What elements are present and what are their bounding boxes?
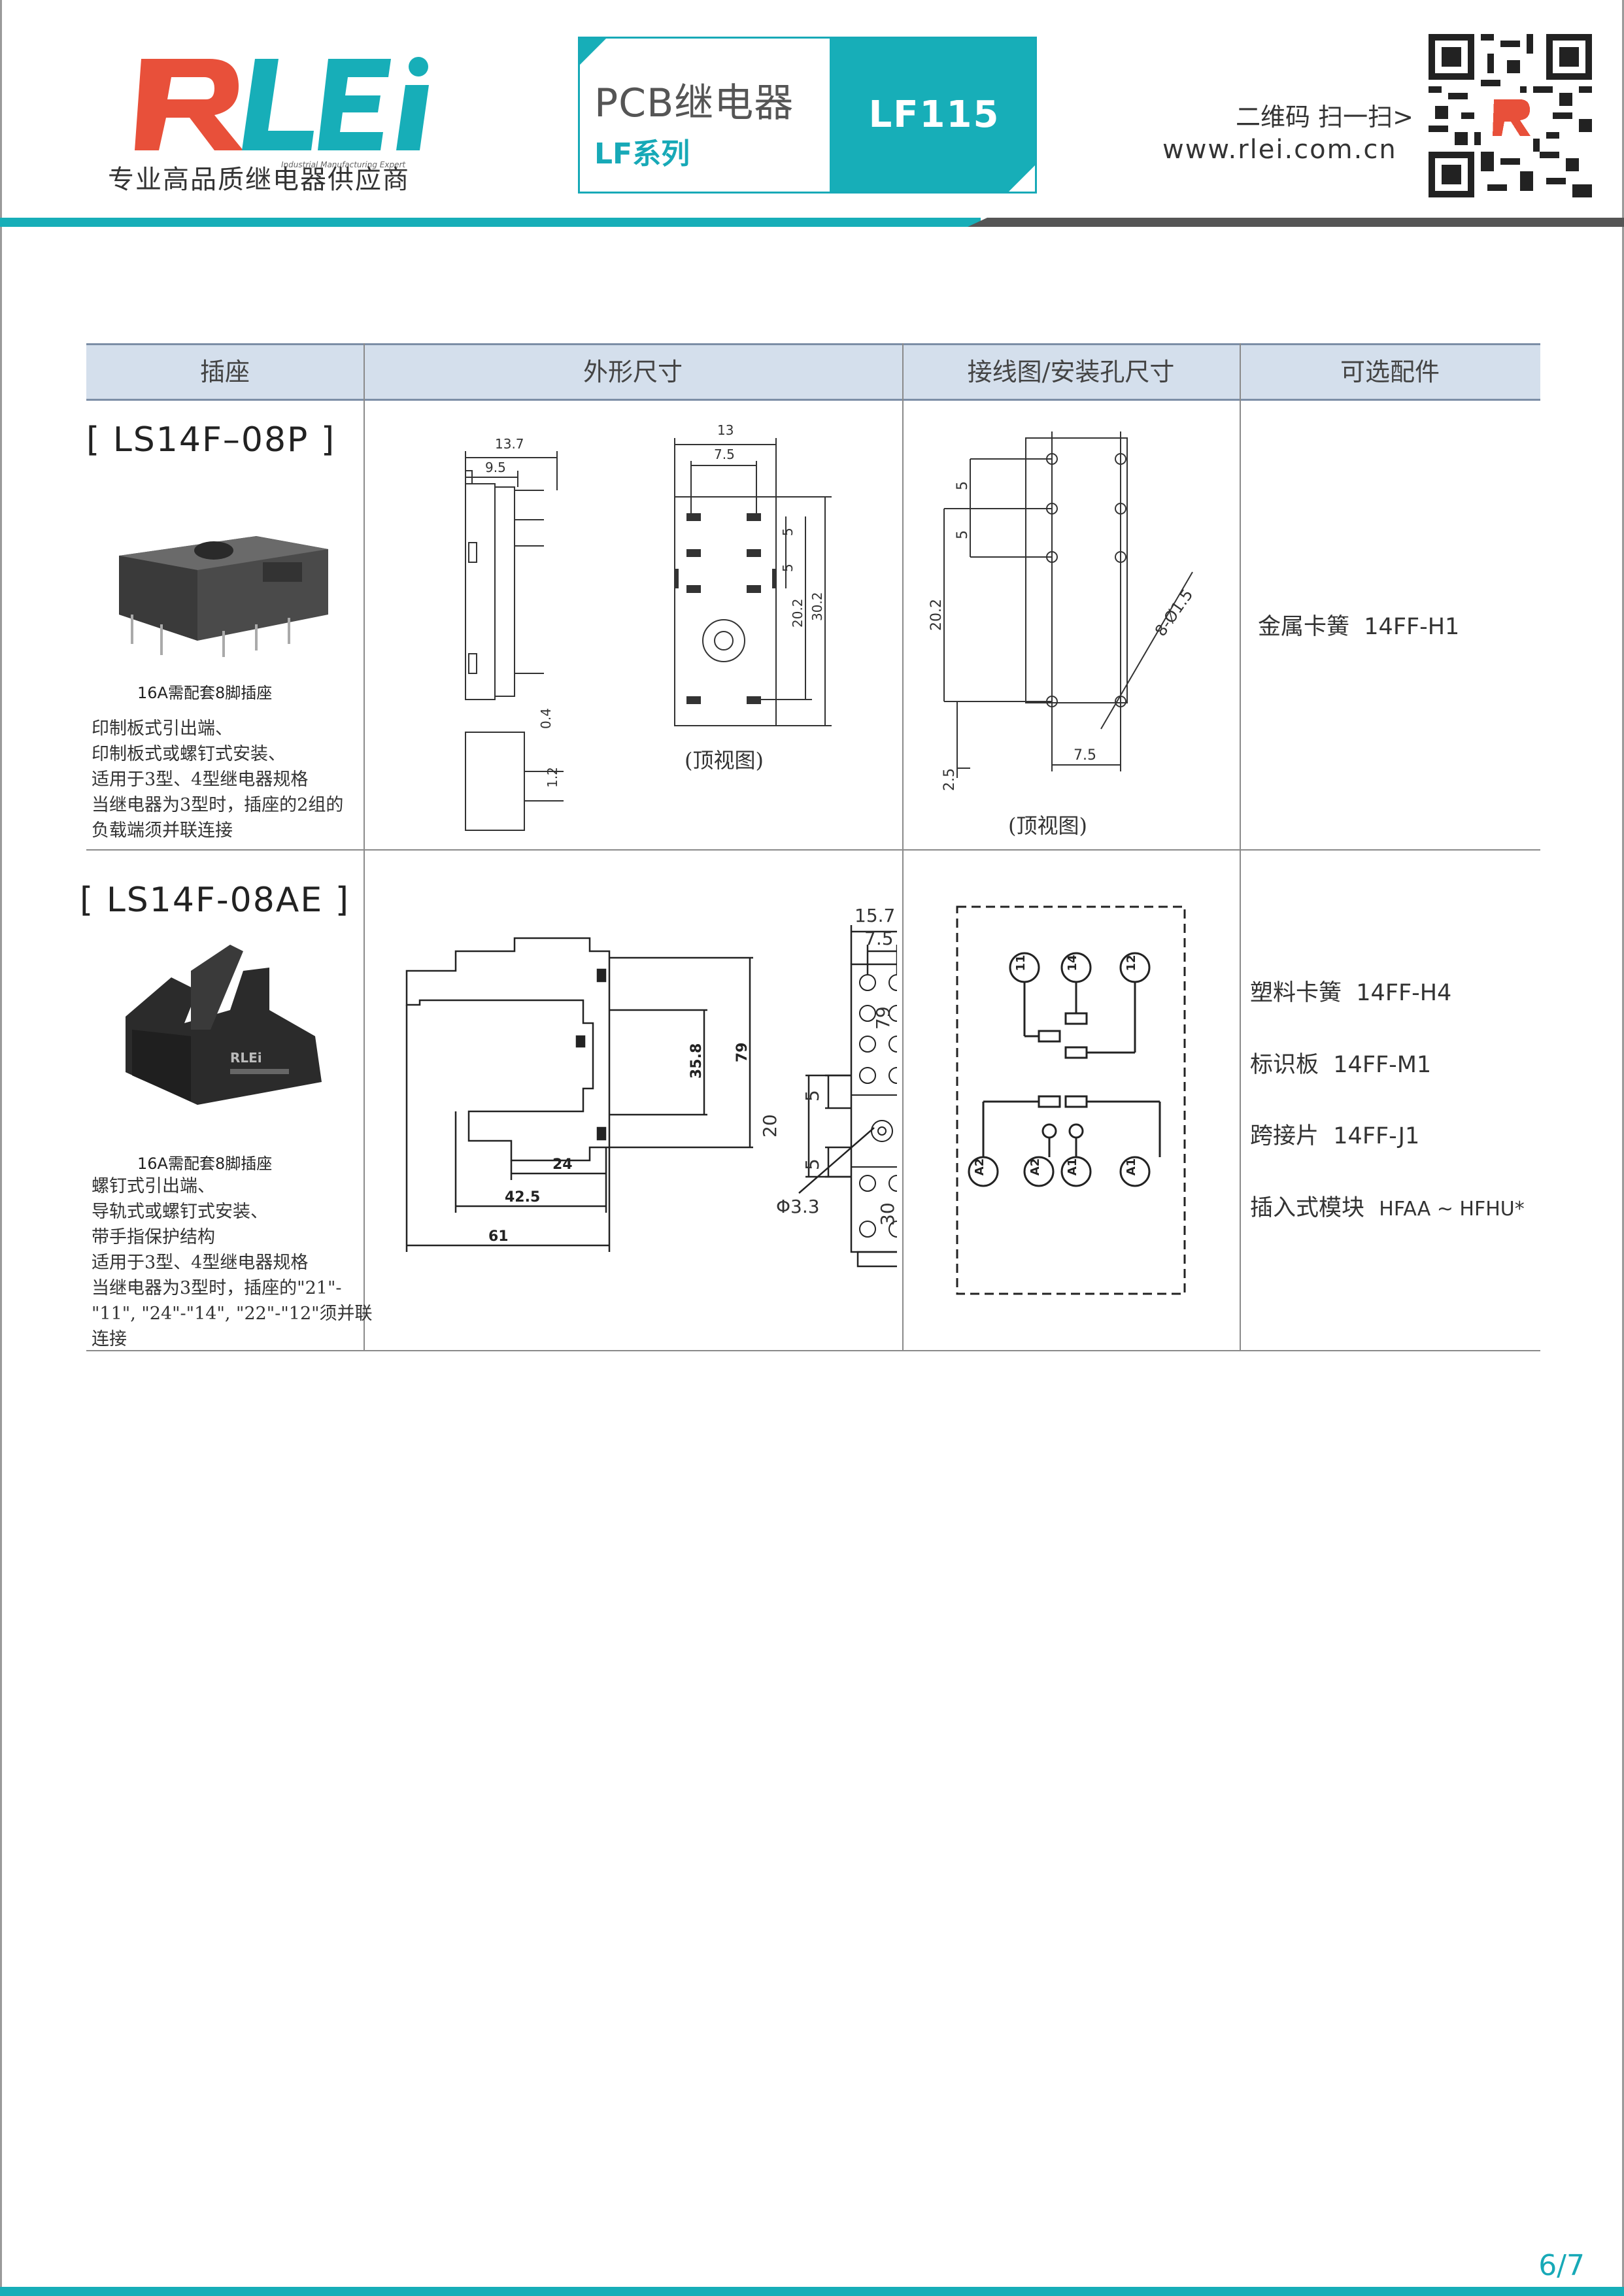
dim-label: 7.5	[714, 447, 735, 462]
dim-label: 15.7	[854, 905, 895, 926]
socket-photo-1	[93, 510, 354, 660]
dim-label: 0.4	[538, 708, 554, 729]
dim-label: 30.2	[809, 592, 825, 621]
header-divider-gray	[968, 218, 1624, 227]
dim-label: 1.2	[545, 767, 560, 788]
site-url[interactable]: www.rlei.com.cn	[1162, 135, 1397, 165]
description-line: 适用于3型、4型继电器规格	[92, 1253, 309, 1273]
dim-label: 5	[802, 1158, 823, 1170]
row-divider	[86, 849, 1540, 851]
col-header-wiring: 接线图/安装孔尺寸	[967, 358, 1175, 386]
header-divider-teal	[0, 218, 981, 227]
dim-label: 5	[780, 528, 796, 536]
dim-label: 7.5	[864, 928, 894, 949]
description-line: 当继电器为3型时，插座的2组的	[92, 795, 344, 815]
dim-label: 20	[759, 1114, 781, 1138]
title-main: PCB继电器	[594, 80, 794, 126]
col-divider	[1240, 343, 1241, 1351]
wiring-label: 8-Ø1.5	[1151, 586, 1196, 639]
terminal-label: A1	[1125, 1158, 1138, 1175]
wiring-label: 5	[955, 530, 971, 539]
wiring-label: 20.2	[928, 599, 945, 631]
dim-label: 61	[488, 1228, 509, 1245]
svg-text:RLEi: RLEi	[230, 1050, 262, 1066]
dim-label: 24	[552, 1156, 573, 1173]
terminal-label: A2	[973, 1158, 987, 1175]
footer-divider	[0, 2287, 1624, 2296]
description-line: 螺钉式引出端、	[92, 1176, 215, 1196]
dim-label: 5	[780, 564, 796, 572]
brand-logo: Industrial Manufacturing Expert	[98, 52, 438, 196]
description-line: 印制板式引出端、	[92, 718, 233, 739]
row-divider	[86, 1350, 1540, 1351]
col-divider	[902, 343, 904, 1351]
dim-label: 13.7	[495, 436, 524, 452]
dim-label: Φ3.3	[776, 1196, 820, 1217]
dimension-drawing-2: 35.8 79 24 42.5 61 15.7 7.5 5 20 5 Φ3.3	[367, 886, 972, 1350]
description-line: 适用于3型、4型继电器规格	[92, 769, 309, 790]
accessory-item: 标识板 14FF-M1	[1250, 1052, 1432, 1078]
wiring-label: 5	[955, 481, 971, 490]
socket-photo-2: RLEi	[99, 932, 348, 1108]
description-line: 连接	[92, 1329, 127, 1349]
wiring-view-label: (顶视图)	[1008, 813, 1087, 838]
wiring-label: 2.5	[941, 768, 958, 791]
dim-view-label: (顶视图)	[685, 748, 764, 773]
socket-caption-2: 16A需配套8脚插座	[137, 1155, 273, 1173]
description-line: 带手指保护结构	[92, 1227, 215, 1247]
dim-label: 79	[872, 1006, 894, 1030]
title-sub: LF系列	[594, 137, 690, 171]
dim-labels-right: 30	[877, 1202, 898, 1226]
socket-model-1: [ LS14F–08P ]	[86, 420, 336, 460]
wiring-diagram-1: 5 5 20.2 8-Ø1.5 2.5 7.5 (顶视图)	[905, 405, 1238, 850]
title-box: PCB继电器 LF系列 LF115	[578, 37, 1037, 194]
col-divider	[364, 343, 365, 1351]
title-model: LF115	[868, 93, 1000, 136]
socket-description-2: 螺钉式引出端、 导轨式或螺钉式安装、 带手指保护结构 适用于3型、4型继电器规格…	[92, 1173, 373, 1352]
description-line: 印制板式或螺钉式安装、	[92, 744, 286, 764]
socket-table: 插座 外形尺寸 接线图/安装孔尺寸 可选配件 [ LS14F–08P ] 16A…	[80, 343, 1540, 1352]
accessory-item: 插入式模块 HFAA ~ HFHU*	[1250, 1195, 1525, 1221]
dim-label: 13	[717, 422, 734, 438]
brand-tagline: 专业高品质继电器供应商	[108, 165, 410, 195]
socket-model-2: [ LS14F-08AE ]	[80, 881, 350, 920]
accessory-item: 跨接片 14FF-J1	[1250, 1123, 1420, 1149]
qr-label: 二维码 扫一扫>	[1236, 103, 1413, 131]
qr-code-icon	[1429, 34, 1592, 197]
socket-caption-1: 16A需配套8脚插座	[137, 684, 273, 702]
dim-label: 9.5	[485, 460, 506, 475]
dim-label: 79	[734, 1042, 751, 1062]
col-header-dimensions: 外形尺寸	[583, 358, 683, 386]
accessory-item: 塑料卡簧 14FF-H4	[1250, 980, 1452, 1006]
description-line: "11", "24"-"14", "22"-"12"须并联	[92, 1304, 373, 1324]
description-line: 当继电器为3型时，插座的"21"-	[92, 1278, 342, 1298]
dim-label: 35.8	[688, 1043, 705, 1079]
terminal-label: 14	[1066, 954, 1079, 971]
socket-description-1: 印制板式引出端、 印制板式或螺钉式安装、 适用于3型、4型继电器规格 当继电器为…	[92, 716, 343, 843]
terminal-label: A1	[1066, 1158, 1079, 1175]
page-number: 6/7	[1538, 2249, 1585, 2282]
dim-label-right-79: 79	[872, 1006, 894, 1030]
description-line: 负载端须并联连接	[92, 820, 233, 841]
accessory-item: 金属卡簧 14FF-H1	[1258, 614, 1460, 640]
terminal-label: A2	[1028, 1158, 1042, 1175]
description-line: 导轨式或螺钉式安装、	[92, 1202, 268, 1222]
dim-label: 42.5	[505, 1189, 540, 1206]
brand-small: Industrial Manufacturing Expert	[281, 160, 406, 169]
dim-label: 30	[877, 1202, 898, 1226]
wiring-label: 7.5	[1074, 747, 1096, 764]
dimension-drawing-1: 13.7 9.5 13 7.5 5 5 20.2 30.2 0.4 1.2 (顶…	[367, 405, 897, 850]
terminal-label: 12	[1125, 954, 1138, 971]
dim-label: 5	[802, 1090, 823, 1102]
wiring-diagram-2: 11 14 12 A2 A2 A1 A1	[905, 886, 1238, 1350]
col-header-accessories: 可选配件	[1340, 358, 1440, 386]
table-header: 插座 外形尺寸 接线图/安装孔尺寸 可选配件	[86, 343, 1540, 401]
dim-label: 20.2	[790, 598, 805, 628]
col-header-socket: 插座	[199, 358, 250, 386]
terminal-label: 11	[1014, 954, 1028, 971]
